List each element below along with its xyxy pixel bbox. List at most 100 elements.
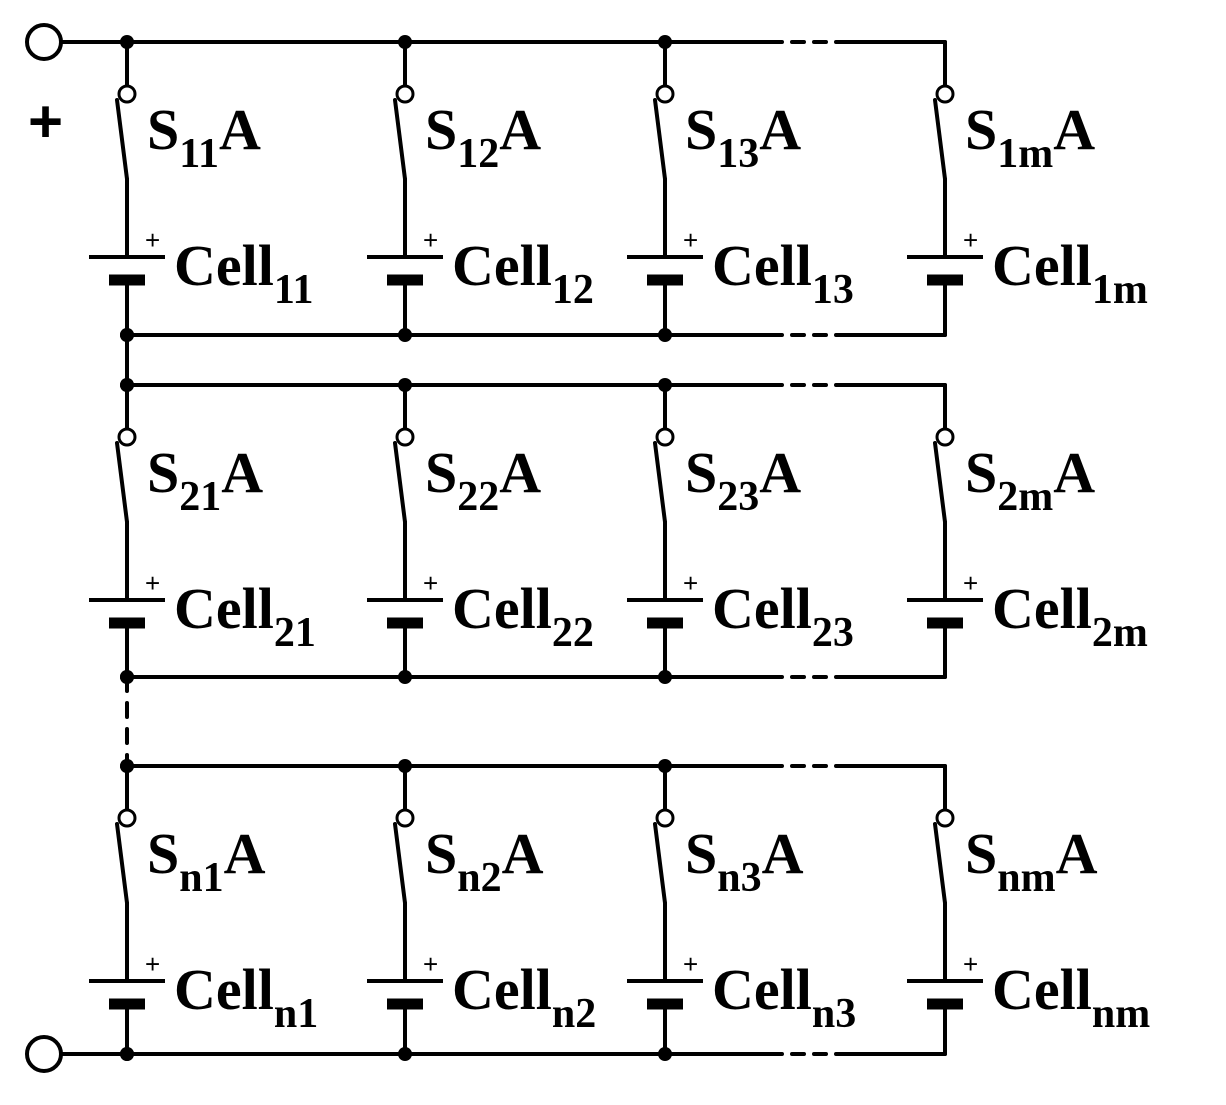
cell-label-11: Cell11 [174,233,314,313]
junction-dot [658,759,672,773]
cell-label-nm: Cellnm [992,957,1150,1037]
cell-label-1m-text: Cell [992,233,1092,298]
switch-label-nm-text: S [965,821,997,886]
cell-plus-mark: + [145,225,160,255]
switch-label-22-suffix: A [499,440,541,505]
junction-dot [398,35,412,49]
cell-plus-mark: + [423,949,438,979]
switch-label-1m: S1mA [965,97,1095,177]
component-labels: +S11ACell11+S12ACell12+S13ACell13+S1mACe… [28,88,1150,1037]
cell-label-n3-subscript: n3 [812,991,856,1037]
switch-label-1m-text: S [965,97,997,162]
switch-label-2m-subscript: 2m [997,474,1053,520]
cell-label-23-text: Cell [712,576,812,641]
cell-plus-mark: + [683,949,698,979]
switch-label-23: S23A [685,440,801,520]
switch-blade [393,98,407,181]
cell-label-n2-text: Cell [452,957,552,1022]
switch-label-n1-suffix: A [224,821,266,886]
cell-plus-mark: + [683,568,698,598]
cell-label-11-text: Cell [174,233,274,298]
switch-contact [655,808,675,828]
cell-label-13: Cell13 [712,233,854,313]
cell-label-21-text: Cell [174,576,274,641]
switch-contact [655,84,675,104]
switch-label-n1-text: S [147,821,179,886]
junction-dot [398,759,412,773]
switch-label-n2: Sn2A [425,821,544,901]
switch-label-13: S13A [685,97,801,177]
switch-contact [935,427,955,447]
switch-blade [393,822,407,905]
switch-label-21-suffix: A [221,440,263,505]
switch-label-13-suffix: A [759,97,801,162]
cell-label-2m-text: Cell [992,576,1092,641]
switch-label-1m-subscript: 1m [997,131,1053,177]
cell-label-1m-subscript: 1m [1092,267,1148,313]
switch-label-n3: Sn3A [685,821,804,901]
switch-label-n1: Sn1A [147,821,266,901]
switch-label-21-subscript: 21 [179,474,221,520]
switch-label-n3-suffix: A [762,821,804,886]
switch-label-n2-text: S [425,821,457,886]
switch-label-2m: S2mA [965,440,1095,520]
junction-dot [120,759,134,773]
switch-contact [117,808,137,828]
switch-label-2m-text: S [965,440,997,505]
switch-label-12-suffix: A [499,97,541,162]
cell-label-nm-text: Cell [992,957,1092,1022]
switch-label-n2-subscript: n2 [457,855,501,901]
cell-label-11-subscript: 11 [274,267,314,313]
switch-contact [117,427,137,447]
cell-label-1m: Cell1m [992,233,1148,313]
cell-label-22-subscript: 22 [552,610,594,656]
cell-label-23-subscript: 23 [812,610,854,656]
switch-label-12: S12A [425,97,541,177]
cell-plus-mark: + [423,225,438,255]
switch-label-n3-text: S [685,821,717,886]
cell-label-n2: Celln2 [452,957,596,1037]
switch-blade [653,98,667,181]
cell-label-12-subscript: 12 [552,267,594,313]
cell-plus-mark: + [963,949,978,979]
switch-label-11-suffix: A [219,97,261,162]
switch-label-23-subscript: 23 [717,474,759,520]
switch-label-n2-suffix: A [502,821,544,886]
switch-blade [653,822,667,905]
cell-label-22-text: Cell [452,576,552,641]
switch-contact [655,427,675,447]
cell-label-n1-text: Cell [174,957,274,1022]
cell-plus-mark: + [145,949,160,979]
switch-blade [115,822,129,905]
junction-dot [658,328,672,342]
switch-label-12-text: S [425,97,457,162]
switch-label-22: S22A [425,440,541,520]
switch-label-21: S21A [147,440,263,520]
junction-dot [398,378,412,392]
cell-label-2m-subscript: 2m [1092,610,1148,656]
cell-label-21: Cell21 [174,576,316,656]
switch-label-23-text: S [685,440,717,505]
switch-contact [395,808,415,828]
cell-label-23: Cell23 [712,576,854,656]
cell-label-n3-text: Cell [712,957,812,1022]
junction-dot [120,328,134,342]
switch-contact [935,808,955,828]
cell-label-n3: Celln3 [712,957,856,1037]
cell-label-nm-subscript: nm [1092,991,1150,1037]
junction-dot [658,1047,672,1061]
switch-label-22-text: S [425,440,457,505]
junction-dot [120,378,134,392]
cell-plus-mark: + [145,568,160,598]
switch-label-11-text: S [147,97,179,162]
switch-label-nm-subscript: nm [997,855,1055,901]
switch-blade [115,441,129,524]
cell-label-13-subscript: 13 [812,267,854,313]
cell-plus-mark: + [423,568,438,598]
cell-label-n1: Celln1 [174,957,318,1037]
positive-terminal [25,23,63,61]
switch-label-nm-suffix: A [1056,821,1098,886]
cell-plus-mark: + [683,225,698,255]
switch-label-13-text: S [685,97,717,162]
